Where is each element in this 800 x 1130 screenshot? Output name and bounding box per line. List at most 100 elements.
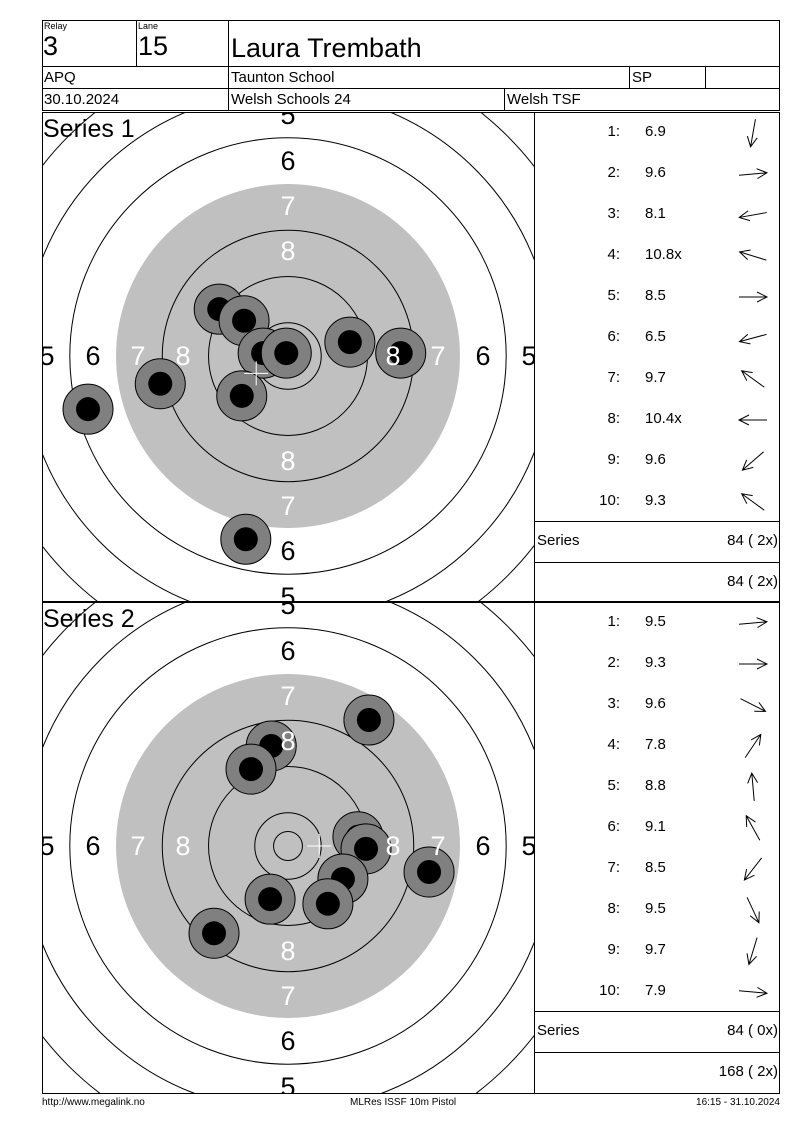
- direction-arrow-icon: [746, 897, 760, 924]
- shot-row: 10:7.9: [535, 972, 780, 1013]
- shot-hit: [244, 873, 296, 925]
- ring-number: 7: [430, 831, 445, 861]
- direction-arrow-icon: [745, 814, 761, 841]
- running-total: 168 ( 2x): [718, 1063, 778, 1080]
- running-total: 84 ( 2x): [727, 573, 778, 590]
- direction-arrow-icon: [743, 857, 763, 881]
- shot-score: 8.5: [645, 287, 666, 304]
- ring-number: 8: [385, 831, 400, 861]
- shot-row: 6:6.5: [535, 318, 780, 359]
- category-value: SP: [632, 69, 653, 86]
- ring: [69, 137, 507, 575]
- shot-row: 10:9.3: [535, 482, 780, 523]
- shot-score: 9.7: [645, 369, 666, 386]
- ring-number: 7: [280, 981, 295, 1011]
- direction-arrow-icon: [737, 414, 767, 426]
- shot-score: 9.6: [645, 695, 666, 712]
- direction-arrow-icon: [738, 333, 767, 345]
- shot-score: 7.9: [645, 982, 666, 999]
- direction-arrow-icon: [738, 249, 767, 261]
- shot-number: 6:: [607, 818, 620, 835]
- shot-row: 2:9.6: [535, 154, 780, 195]
- running-total-row: 168 ( 2x): [535, 1052, 780, 1094]
- shot-row: 2:9.3: [535, 644, 780, 685]
- ring-number: 7: [280, 681, 295, 711]
- organizer-value: Welsh TSF: [507, 91, 581, 108]
- shot-score: 9.6: [645, 451, 666, 468]
- ring-number: 5: [521, 341, 534, 371]
- shot-hit: [324, 316, 376, 368]
- ring-number: 6: [475, 341, 490, 371]
- shot-row: 7:8.5: [535, 849, 780, 890]
- series-label: Series: [537, 1022, 580, 1039]
- shot-row: 5:8.8: [535, 767, 780, 808]
- ring-number: 6: [85, 831, 100, 861]
- shot-score: 9.6: [645, 164, 666, 181]
- shot-row: 5:8.5: [535, 277, 780, 318]
- direction-arrow-icon: [747, 771, 759, 801]
- club-value: Taunton School: [231, 69, 335, 86]
- footer-software: MLRes ISSF 10m Pistol: [350, 1097, 457, 1108]
- lane-label: Lane: [138, 21, 159, 31]
- shot-number: 9:: [607, 941, 620, 958]
- shot-score: 10.4x: [645, 410, 682, 427]
- shot-hit: [302, 878, 354, 930]
- shot-number: 6:: [607, 328, 620, 345]
- shot-number: 7:: [607, 369, 620, 386]
- shot-number: 1:: [607, 613, 620, 630]
- competition-cell: [228, 88, 505, 111]
- direction-arrow-icon: [746, 119, 758, 148]
- direction-arrow-icon: [740, 493, 765, 511]
- ring-number: 7: [430, 341, 445, 371]
- class-value: APQ: [44, 69, 76, 86]
- shot-hit: [343, 694, 395, 746]
- direction-arrow-icon: [739, 986, 769, 998]
- shooter-name: Laura Trembath: [231, 33, 422, 63]
- shot-row: 1: 9.5: [535, 603, 780, 644]
- direction-arrow-icon: [739, 617, 769, 629]
- direction-arrow-icon: [740, 370, 765, 388]
- direction-arrow-icon: [746, 937, 758, 966]
- shot-hit: [220, 513, 272, 565]
- shot-number: 9:: [607, 451, 620, 468]
- direction-arrow-icon: [739, 168, 769, 180]
- ring-number: 6: [280, 636, 295, 666]
- ring-number: 5: [280, 1072, 295, 1093]
- shot-hit: [62, 383, 114, 435]
- ring-number: 7: [130, 341, 145, 371]
- shot-score: 9.5: [645, 613, 666, 630]
- ring-number: 6: [280, 1026, 295, 1056]
- shot-number: 2:: [607, 654, 620, 671]
- competition-value: Welsh Schools 24: [231, 91, 351, 108]
- ring-number: 6: [85, 341, 100, 371]
- mean-point-of-impact: [307, 834, 332, 858]
- shot-row: 8: 9.5: [535, 890, 780, 931]
- series-total: 84 ( 2x): [727, 532, 778, 549]
- direction-arrow-icon: [740, 698, 767, 712]
- shot-row: 4:10.8x: [535, 236, 780, 277]
- ring-number: 7: [280, 491, 295, 521]
- shot-score: 6.9: [645, 123, 666, 140]
- ring-number: 5: [280, 582, 295, 601]
- shot-score: 9.3: [645, 492, 666, 509]
- shot-number: 8:: [607, 900, 620, 917]
- footer-url[interactable]: http://www.megalink.no: [42, 1097, 145, 1108]
- footer-timestamp: 16:15 - 31.10.2024: [696, 1097, 780, 1108]
- direction-arrow-icon: [744, 733, 762, 758]
- ring-number: 6: [280, 146, 295, 176]
- shot-score: 8.1: [645, 205, 666, 222]
- relay-value: 3: [43, 31, 59, 61]
- ring-number: 8: [280, 726, 295, 756]
- shot-row: 4:7.8: [535, 726, 780, 767]
- shot-score: 9.5: [645, 900, 666, 917]
- ring: [69, 627, 507, 1065]
- shot-hit: [216, 370, 268, 422]
- ring-number: 8: [175, 831, 190, 861]
- direction-arrow-icon: [741, 451, 764, 471]
